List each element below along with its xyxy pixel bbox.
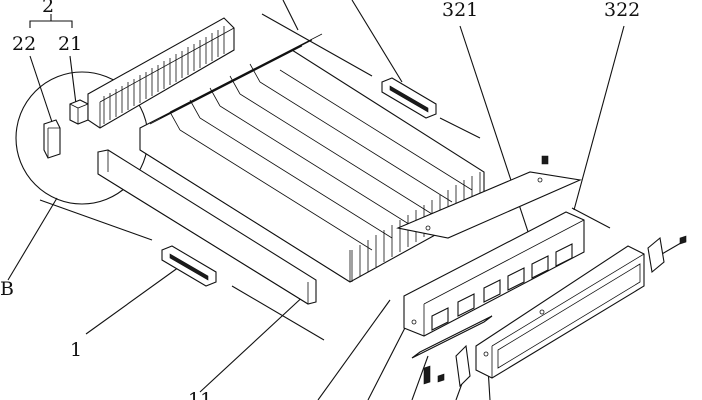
front-frame: [403, 211, 585, 337]
base-plate-part-11: [97, 149, 317, 305]
label-2: 2: [42, 0, 54, 17]
label-B: B: [0, 278, 14, 300]
latch-part-21: [69, 99, 89, 125]
label-11: 11: [188, 389, 212, 400]
label-22: 22: [12, 33, 36, 55]
assembly-axis-lines: [39, 13, 687, 341]
label-322: 322: [604, 0, 640, 21]
label-1: 1: [70, 339, 82, 361]
end-plate-bottom: [455, 344, 471, 388]
screws: [423, 155, 687, 385]
clip-part-22: [43, 119, 61, 159]
connector-upper: [381, 77, 437, 119]
label-321: 321: [442, 0, 478, 21]
upper-fin-strip: [87, 17, 235, 129]
outer-bezel: [475, 245, 645, 379]
label-21: 21: [58, 33, 82, 55]
gasket-strip: [411, 315, 493, 359]
cover-plate: [396, 171, 582, 239]
end-plate-right: [647, 236, 665, 274]
label-2-bracket: [29, 14, 73, 28]
connector-lower: [161, 245, 217, 287]
